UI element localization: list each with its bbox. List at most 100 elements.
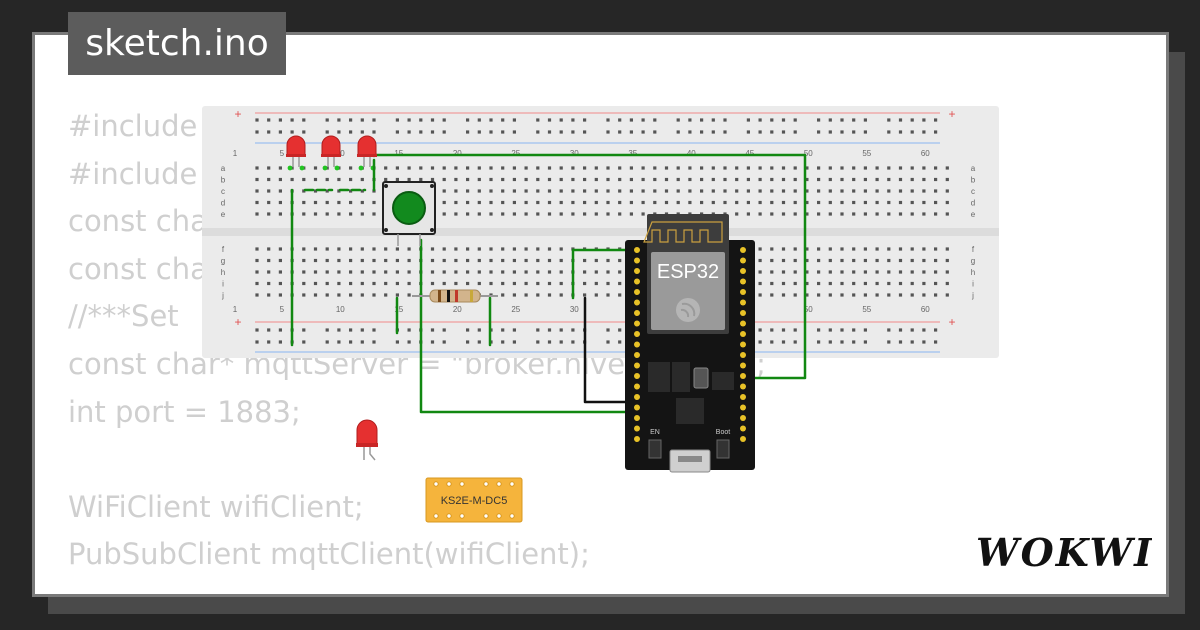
esp32-pin[interactable]	[634, 331, 640, 337]
esp32-pin[interactable]	[634, 310, 640, 316]
esp32-pin[interactable]	[740, 278, 746, 285]
breadboard-hole	[302, 130, 306, 134]
column-number: 5	[280, 305, 285, 314]
esp32-pin[interactable]	[740, 320, 746, 327]
wire-green[interactable]	[419, 238, 638, 414]
esp32-pin[interactable]	[740, 352, 746, 358]
filename-tab[interactable]: sketch.ino	[68, 12, 286, 75]
esp32-board[interactable]: ESP32 EN Boot	[625, 214, 755, 473]
esp32-pin[interactable]	[740, 257, 746, 264]
breadboard-hole	[805, 258, 809, 263]
relay-pin	[483, 513, 489, 519]
esp32-pin[interactable]	[740, 341, 746, 348]
esp32-pin[interactable]	[740, 331, 746, 337]
esp32-pin[interactable]	[634, 383, 640, 390]
esp32-pin[interactable]	[634, 362, 640, 369]
esp32-pin[interactable]	[634, 299, 640, 306]
breadboard-hole	[430, 270, 435, 274]
esp32-pin[interactable]	[740, 289, 746, 295]
red-led[interactable]	[321, 135, 341, 167]
pushbutton[interactable]	[382, 181, 436, 246]
breadboard-hole	[313, 177, 318, 182]
esp32-pin[interactable]	[740, 247, 746, 253]
esp32-pin[interactable]	[634, 257, 640, 264]
breadboard-hole	[278, 189, 282, 193]
breadboard-hole	[512, 200, 516, 205]
breadboard-hole	[945, 247, 949, 251]
esp32-pin[interactable]	[634, 394, 640, 400]
relay[interactable]: KS2E-M-DC5	[425, 477, 523, 523]
breadboard-hole	[922, 200, 926, 205]
esp32-pin[interactable]	[740, 383, 746, 390]
esp32-pin[interactable]	[634, 436, 640, 442]
breadboard-hole	[840, 166, 844, 170]
breadboard-hole	[887, 328, 891, 332]
resistor[interactable]	[412, 289, 498, 303]
breadboard-hole	[547, 130, 552, 134]
breadboard-hole	[793, 189, 797, 193]
breadboard-hole	[653, 189, 657, 193]
breadboard-hole	[395, 281, 399, 286]
red-led[interactable]	[357, 135, 377, 167]
breadboard-hole	[313, 189, 318, 193]
code-line: const cha	[68, 204, 208, 239]
breadboard-hole	[360, 118, 364, 122]
esp32-pin[interactable]	[740, 373, 746, 379]
breadboard-hole	[840, 293, 844, 297]
esp32-pin[interactable]	[634, 247, 640, 253]
esp32-pin[interactable]	[740, 310, 746, 316]
esp32-pin[interactable]	[634, 341, 640, 348]
esp32-pin[interactable]	[634, 278, 640, 285]
breadboard-hole	[676, 200, 680, 205]
breadboard-hole	[384, 166, 388, 170]
breadboard-hole	[887, 177, 891, 182]
wire-green[interactable]	[571, 248, 638, 300]
breadboard-hole	[454, 247, 458, 251]
breadboard-hole	[559, 293, 563, 297]
row-letter: c	[221, 187, 225, 196]
breadboard-hole	[349, 189, 353, 193]
breadboard-hole	[255, 247, 259, 251]
breadboard-hole	[477, 247, 481, 251]
breadboard-hole	[688, 130, 692, 134]
breadboard-hole	[758, 118, 762, 122]
breadboard-hole	[313, 281, 318, 286]
esp32-pin[interactable]	[634, 289, 640, 295]
breadboard-hole	[922, 166, 926, 170]
breadboard-hole	[466, 118, 470, 122]
breadboard-hole	[559, 258, 563, 263]
esp32-pin[interactable]	[634, 373, 640, 379]
esp32-pin[interactable]	[634, 352, 640, 358]
breadboard-hole	[501, 258, 505, 263]
breadboard-hole	[559, 177, 563, 182]
breadboard-hole	[781, 118, 786, 122]
esp32-pin[interactable]	[740, 394, 746, 400]
esp32-pin[interactable]	[740, 299, 746, 306]
esp32-pin[interactable]	[634, 268, 640, 274]
esp32-pin[interactable]	[634, 415, 640, 421]
breadboard-hole	[688, 166, 692, 170]
breadboard-hole	[934, 340, 938, 344]
breadboard-hole	[793, 281, 797, 286]
esp32-pin[interactable]	[740, 415, 746, 421]
breadboard-hole	[898, 130, 903, 134]
red-led[interactable]	[356, 419, 378, 461]
relay-pin	[483, 481, 489, 487]
breadboard-hole	[325, 293, 329, 297]
breadboard-hole	[454, 258, 458, 263]
esp32-pin[interactable]	[740, 362, 746, 369]
breadboard-hole	[934, 293, 938, 297]
breadboard-hole	[536, 189, 540, 193]
wire-black[interactable]	[583, 296, 638, 404]
esp32-pin[interactable]	[740, 425, 746, 432]
esp32-pin[interactable]	[634, 425, 640, 432]
breadboard-hole	[536, 293, 540, 297]
connected-hole	[322, 165, 328, 171]
esp32-pin[interactable]	[634, 404, 640, 411]
esp32-pin[interactable]	[740, 436, 746, 442]
esp32-pin[interactable]	[740, 404, 746, 411]
breadboard-hole	[501, 200, 505, 205]
esp32-pin[interactable]	[740, 268, 746, 274]
red-led[interactable]	[286, 135, 306, 167]
esp32-pin[interactable]	[634, 320, 640, 327]
